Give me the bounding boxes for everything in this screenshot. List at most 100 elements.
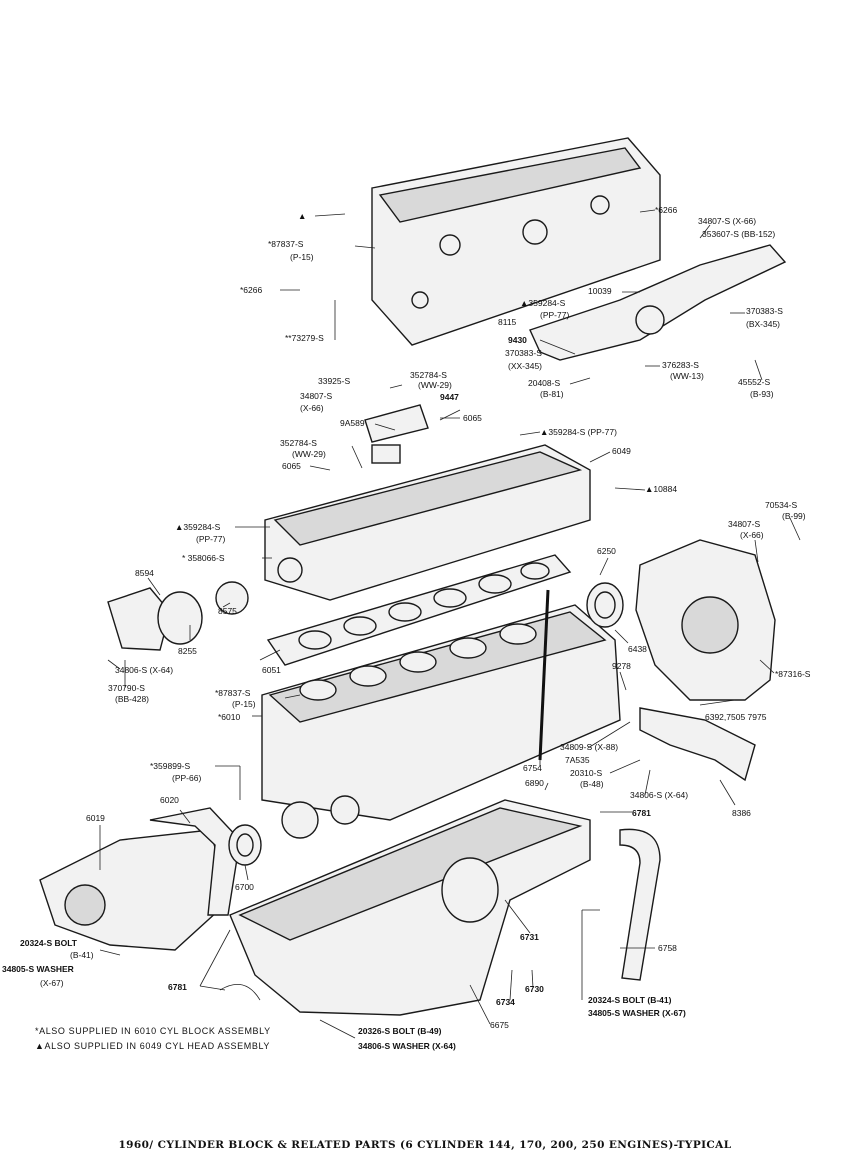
- part-labels: ▲ *6266 34807-S (X-66) 353607-S (BB-152)…: [2, 205, 811, 1051]
- part-label: 34806-S (X-64): [115, 665, 173, 675]
- water-outlet-group: [107, 581, 249, 651]
- rear-oil-seal: [586, 582, 624, 628]
- part-label: 8594: [135, 568, 154, 578]
- part-label: (B-81): [540, 389, 564, 399]
- part-label: 6730: [525, 984, 544, 994]
- part-label: *359899-S: [150, 761, 191, 771]
- part-label: 34809-S (X-88): [560, 742, 618, 752]
- part-label: 370790-S: [108, 683, 145, 693]
- part-label: 33925-S: [318, 376, 350, 386]
- part-label: 34805-S WASHER (X-67): [588, 1008, 686, 1018]
- part-label: 8115: [498, 317, 517, 327]
- part-label: 9430: [508, 335, 527, 345]
- part-label: 352784-S: [280, 438, 317, 448]
- part-label: ▲359284-S (PP-77): [540, 427, 617, 437]
- part-label: 10039: [588, 286, 612, 296]
- part-label: 8386: [732, 808, 751, 818]
- part-label: 6781: [168, 982, 187, 992]
- timing-cover-gasket: [149, 807, 241, 916]
- part-label: 6065: [463, 413, 482, 423]
- part-label: 45552-S: [738, 377, 770, 387]
- part-label: (WW-29): [292, 449, 326, 459]
- part-label: 370383-S: [746, 306, 783, 316]
- part-label: 8575: [218, 606, 237, 616]
- leader-lines: [99, 209, 801, 1039]
- part-label: 20310-S: [570, 768, 602, 778]
- part-label: (WW-13): [670, 371, 704, 381]
- part-label: (X-66): [740, 530, 764, 540]
- part-label: (P-15): [232, 699, 256, 709]
- note-block-assembly: *ALSO SUPPLIED IN 6010 CYL BLOCK ASSEMBL…: [35, 1026, 271, 1036]
- part-label: ▲359284-S: [520, 298, 566, 308]
- crank-front-seal: [228, 824, 262, 866]
- cylinder-head-6049: [264, 444, 591, 601]
- part-label: (PP-77): [540, 310, 569, 320]
- part-label: 6049: [612, 446, 631, 456]
- dipstick-tube: [538, 589, 550, 761]
- thermostat-housing: [364, 404, 429, 464]
- oil-pan: [229, 799, 591, 1016]
- part-label: 6675: [490, 1020, 509, 1030]
- part-label: **73279-S: [285, 333, 324, 343]
- part-label: * 358066-S: [182, 553, 225, 563]
- part-label: (P-15): [290, 252, 314, 262]
- part-label: (PP-77): [196, 534, 225, 544]
- part-label: 6734: [496, 997, 515, 1007]
- part-label: 34807-S: [728, 519, 760, 529]
- part-label: (PP-66): [172, 773, 201, 783]
- part-label: (B-99): [782, 511, 806, 521]
- part-label: 352784-S: [410, 370, 447, 380]
- part-label: 376283-S: [662, 360, 699, 370]
- pan-gasket-rear: [219, 983, 261, 1001]
- part-label: 9278: [612, 661, 631, 671]
- part-label: 6019: [86, 813, 105, 823]
- part-label: 70534-S: [765, 500, 797, 510]
- part-label: (X-67): [40, 978, 64, 988]
- part-label: (B-48): [580, 779, 604, 789]
- part-label: 9447: [440, 392, 459, 402]
- part-label: 6754: [523, 763, 542, 773]
- part-label: 20326-S BOLT (B-49): [358, 1026, 442, 1036]
- part-label: 6781: [632, 808, 651, 818]
- part-label: 20408-S: [528, 378, 560, 388]
- part-label: *6010: [218, 712, 240, 722]
- part-label: 34805-S WASHER: [2, 964, 74, 974]
- flywheel-housing: [635, 539, 776, 701]
- part-label: ▲: [298, 211, 306, 221]
- part-label: 6392,7505 7975: [705, 712, 767, 722]
- part-label: 6250: [597, 546, 616, 556]
- part-label: 370383-S: [505, 348, 542, 358]
- part-label: 34807-S: [300, 391, 332, 401]
- part-label: 6758: [658, 943, 677, 953]
- part-label: 6065: [282, 461, 301, 471]
- part-label: *6266: [240, 285, 262, 295]
- part-label: 34806-S (X-64): [630, 790, 688, 800]
- part-label: *6266: [655, 205, 677, 215]
- engine-plate: [639, 707, 756, 782]
- part-label: (XX-345): [508, 361, 542, 371]
- part-label: 34806-S WASHER (X-64): [358, 1041, 456, 1051]
- part-label: 6890: [525, 778, 544, 788]
- part-label: 6020: [160, 795, 179, 805]
- part-label: *87316-S: [775, 669, 811, 679]
- part-label: *87837-S: [268, 239, 304, 249]
- part-label: 6731: [520, 932, 539, 942]
- note-head-assembly: ▲ALSO SUPPLIED IN 6049 CYL HEAD ASSEMBLY: [35, 1041, 270, 1051]
- part-label: 8255: [178, 646, 197, 656]
- part-label: (B-93): [750, 389, 774, 399]
- part-label: (B-41): [70, 950, 94, 960]
- part-label: 353607-S (BB-152): [702, 229, 775, 239]
- part-label: (WW-29): [418, 380, 452, 390]
- supply-notes: *ALSO SUPPLIED IN 6010 CYL BLOCK ASSEMBL…: [35, 1026, 271, 1051]
- part-label: (BB-428): [115, 694, 149, 704]
- part-label: 7A535: [565, 755, 590, 765]
- part-label: 34807-S (X-66): [698, 216, 756, 226]
- diagram-caption: 1960/ CYLINDER BLOCK & RELATED PARTS (6 …: [118, 1139, 732, 1151]
- exhaust-manifold: [529, 244, 787, 361]
- part-label: ▲359284-S: [175, 522, 221, 532]
- part-label: *87837-S: [215, 688, 251, 698]
- part-label: ▲10884: [645, 484, 677, 494]
- cylinder-block-6010: [261, 604, 621, 839]
